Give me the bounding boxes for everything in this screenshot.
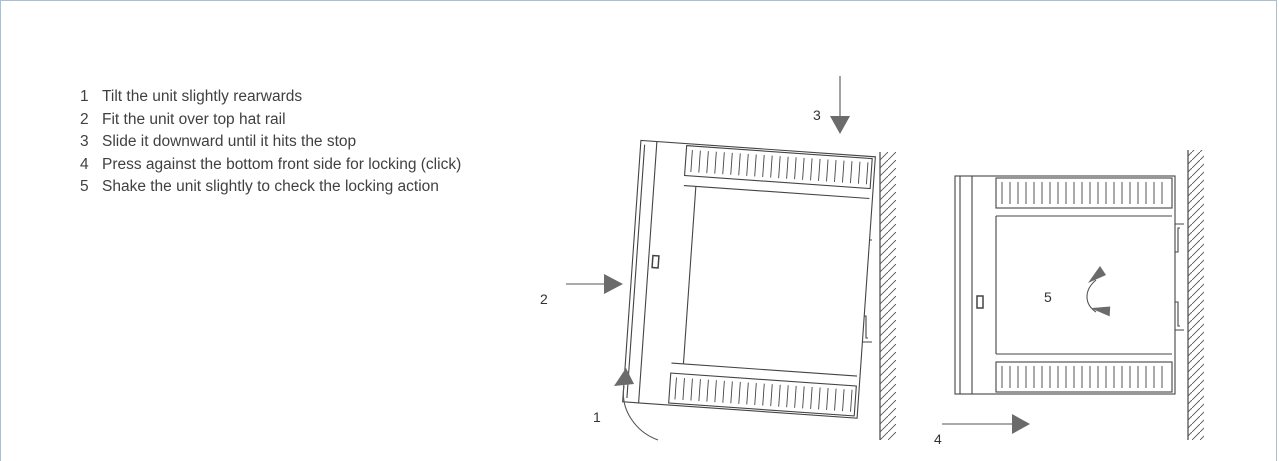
step-list: 1 Tilt the unit slightly rearwards 2 Fit t…	[80, 86, 461, 199]
step-number: 1	[80, 88, 89, 105]
step-item: 4 Press against the bottom front side for…	[80, 154, 461, 177]
step-item: 5 Shake the unit slightly to check the lo…	[80, 176, 461, 199]
step-number: 2	[80, 110, 89, 128]
callout-5: 5	[1044, 289, 1052, 305]
left-unit	[622, 139, 876, 419]
step-number: 3	[80, 133, 89, 150]
step-number: 5	[80, 178, 89, 195]
step-item: 2 Fit the unit over top hat rail	[80, 109, 461, 132]
right-wall	[1187, 150, 1204, 440]
step-item: 3 Slide it downward until it hits the sto…	[80, 131, 461, 154]
callout-4: 4	[934, 431, 942, 447]
step-text: Shake the unit slightly to check the loc…	[102, 178, 439, 195]
arrow-shake	[1086, 266, 1111, 317]
left-wall	[879, 152, 896, 440]
step-text: Press against the bottom front side for …	[102, 155, 462, 173]
arrow-slide-down	[830, 76, 850, 134]
step-item: 1 Tilt the unit slightly rearwards	[80, 86, 461, 109]
step-number: 4	[80, 155, 89, 173]
right-top-terminals	[1001, 182, 1163, 204]
right-unit	[954, 175, 1176, 395]
step-text: Tilt the unit slightly rearwards	[102, 88, 303, 105]
callout-3: 3	[813, 107, 821, 123]
callout-1: 1	[593, 409, 601, 425]
callout-2: 2	[540, 291, 548, 307]
right-bottom-terminals	[1001, 366, 1163, 388]
step-text: Slide it downward until it hits the stop	[102, 133, 357, 150]
arrow-tilt	[614, 368, 659, 441]
arrow-press-locking	[942, 414, 1030, 434]
left-top-terminals	[690, 150, 869, 185]
arrow-fit-over-rail	[566, 274, 623, 294]
left-bottom-terminals	[674, 377, 853, 412]
step-text: Fit the unit over top hat rail	[102, 110, 286, 128]
